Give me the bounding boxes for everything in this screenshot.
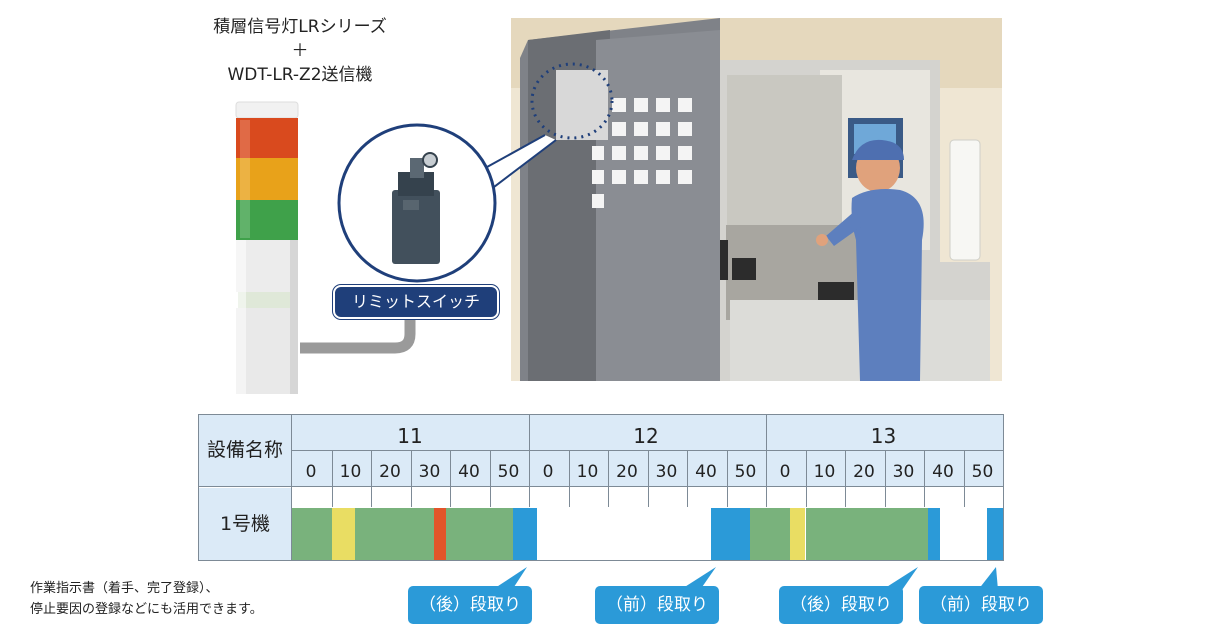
plus-sign: ＋ <box>291 41 309 61</box>
minute-label: 20 <box>853 462 875 482</box>
hour-label: 12 <box>633 424 659 448</box>
minute-divider <box>727 450 728 507</box>
status-segment-yellow <box>789 508 806 560</box>
minute-label: 40 <box>932 462 954 482</box>
hour-label: 13 <box>870 424 897 448</box>
timeline-table <box>198 414 1004 561</box>
minute-divider <box>371 450 372 507</box>
limit-switch-label: リミットスイッチ <box>333 285 499 319</box>
minute-label: 40 <box>695 462 717 482</box>
status-segment-blue <box>927 508 940 560</box>
factory-scene-illustration <box>511 18 1002 381</box>
minute-label: 0 <box>305 462 317 482</box>
minute-label: 0 <box>542 462 554 482</box>
status-segment-yellow <box>331 508 356 560</box>
highlight-circle <box>530 62 614 140</box>
minute-label: 20 <box>379 462 401 482</box>
minute-label: 10 <box>339 462 362 482</box>
machine-label: 1号機 <box>199 488 291 560</box>
limit-switch-icon <box>392 152 440 264</box>
minute-label: 10 <box>576 462 599 482</box>
product-title: 積層信号灯LRシリーズ <box>213 17 387 37</box>
signal-tower-illustration <box>235 101 299 394</box>
minute-divider <box>806 450 807 507</box>
status-segment-blue <box>987 508 1003 560</box>
transmitter-title: WDT-LR-Z2送信機 <box>227 65 373 85</box>
minute-divider <box>569 450 570 507</box>
status-segment-green <box>446 508 514 560</box>
status-segment-blue <box>513 508 537 560</box>
minute-divider <box>845 450 846 507</box>
row-header-equipment-name: 設備名称 <box>199 415 291 486</box>
minute-divider <box>411 450 412 507</box>
status-segment-green <box>292 508 332 560</box>
minute-divider <box>924 450 925 507</box>
label-divider <box>291 415 292 560</box>
minute-divider <box>608 450 609 507</box>
minute-divider <box>648 450 649 507</box>
minute-divider <box>490 450 491 507</box>
callout-after-setup: （後）段取り <box>408 586 532 624</box>
worker-illustration <box>816 139 924 381</box>
minute-divider <box>687 450 688 507</box>
hour-label: 11 <box>397 424 423 448</box>
minute-divider <box>332 450 333 507</box>
note-line-1: 作業指示書（着手、完了登録）、 <box>30 581 219 596</box>
minute-divider <box>885 450 886 507</box>
minute-label: 50 <box>734 462 757 482</box>
minute-label: 30 <box>892 462 915 482</box>
status-segment-blue <box>710 508 751 560</box>
hour-divider <box>529 415 530 507</box>
callout-before-setup: （前）段取り <box>595 586 719 624</box>
status-segment-green <box>355 508 435 560</box>
minute-label: 0 <box>779 462 791 482</box>
minute-label: 30 <box>418 462 441 482</box>
minute-label: 30 <box>655 462 678 482</box>
header-bottom-divider <box>199 486 1003 487</box>
header-divider <box>292 450 1003 451</box>
hour-divider <box>766 415 767 507</box>
cable <box>300 305 416 354</box>
minute-label: 10 <box>813 462 836 482</box>
minute-label: 50 <box>971 462 994 482</box>
minute-divider <box>450 450 451 507</box>
minute-label: 40 <box>458 462 480 482</box>
minute-label: 20 <box>616 462 638 482</box>
status-segment-green <box>750 508 790 560</box>
callout-before-setup: （前）段取り <box>919 586 1043 624</box>
minute-label: 50 <box>497 462 520 482</box>
callout-after-setup: （後）段取り <box>779 586 903 624</box>
minute-divider <box>964 450 965 507</box>
note-line-2: 停止要因の登録などにも活用できます。 <box>30 602 263 617</box>
status-segment-red <box>434 508 447 560</box>
status-segment-green <box>805 508 928 560</box>
